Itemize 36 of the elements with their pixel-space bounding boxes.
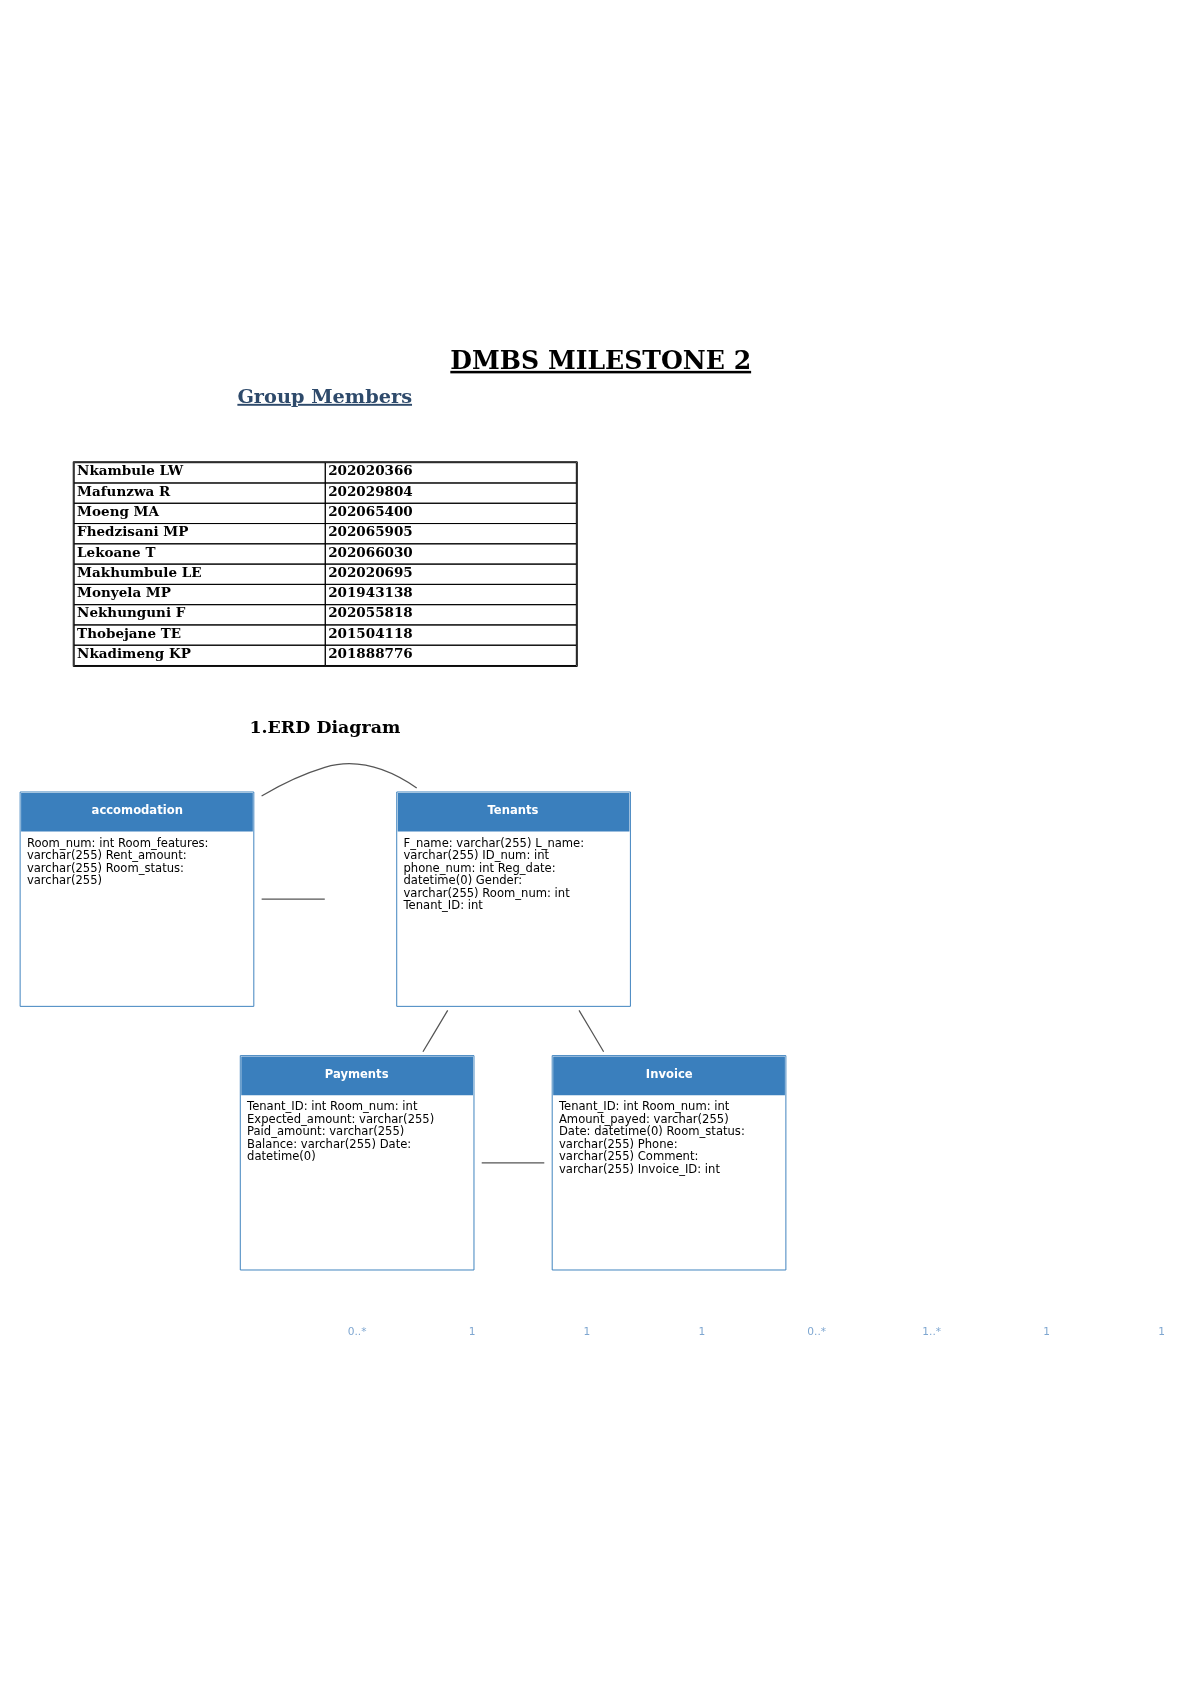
label: Nkadimeng KP [77, 644, 191, 661]
label: Mafunzwa R [77, 482, 171, 499]
label: 1 [1043, 1325, 1050, 1339]
connector [422, 1009, 449, 1053]
label: Nkambule LW [77, 462, 184, 479]
connector [578, 1009, 605, 1053]
label: 202065400 [328, 503, 413, 520]
diagram-title: DMBS MILESTONE 2 [450, 344, 752, 375]
label: Group Members [237, 384, 413, 408]
label: 201943138 [328, 584, 413, 601]
label: Thobejane TE [77, 624, 182, 641]
label: 1.ERD Diagram [249, 716, 401, 737]
connector [481, 1162, 545, 1164]
connector [260, 763, 418, 797]
label: 202065905 [328, 523, 413, 540]
label: 1 [583, 1325, 591, 1339]
label: 1 [468, 1325, 476, 1339]
label: 1..* [922, 1325, 942, 1339]
label: 202029804 [328, 482, 413, 499]
label: 202020695 [328, 563, 413, 580]
label: Moeng MA [77, 503, 160, 520]
label: Monyela MP [77, 584, 171, 601]
label: 202066030 [328, 543, 413, 560]
label: 201888776 [328, 644, 413, 661]
label: Makhumbule LE [77, 563, 202, 580]
connector [261, 898, 326, 900]
label: 1 [1158, 1325, 1165, 1339]
label: Fhedzisani MP [77, 523, 189, 540]
label: 0..* [807, 1325, 827, 1339]
label: 201504118 [328, 624, 413, 641]
label: 202055818 [328, 604, 413, 621]
label: Lekoane T [77, 543, 156, 560]
label: 202020366 [328, 462, 413, 479]
label: 1 [698, 1325, 706, 1339]
label: Nekhunguni F [77, 604, 186, 621]
label: 0..* [347, 1325, 367, 1339]
